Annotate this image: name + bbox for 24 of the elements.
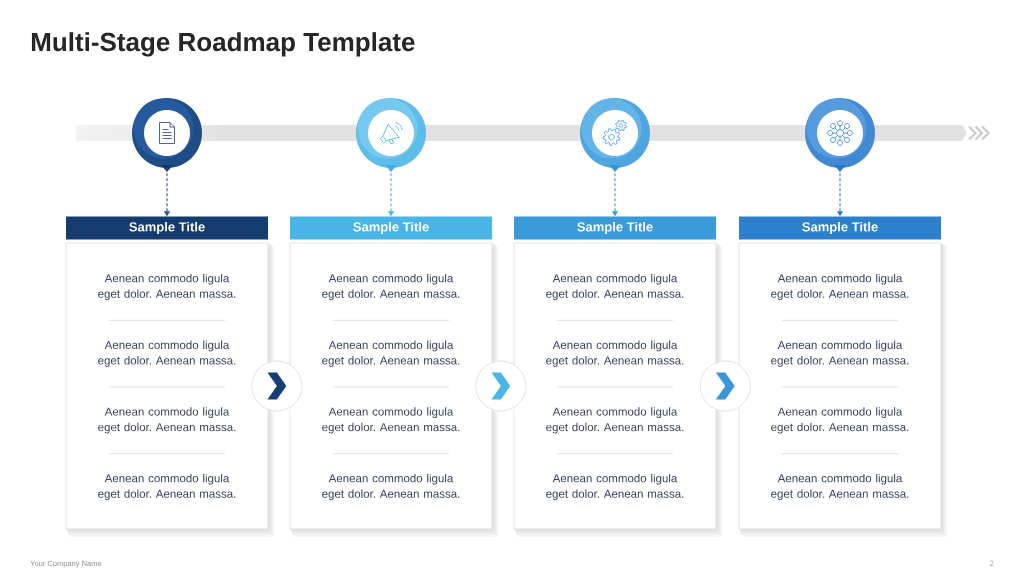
body-text: Aenean commodo ligula eget dolor. Aenean massa. [546,407,684,434]
body-text: Aenean commodo ligula eget dolor. Aenean massa. [98,407,236,434]
body-text: Aenean commodo ligula eget dolor. Aenean massa. [771,340,909,367]
body-text: Aenean commodo ligula eget dolor. Aenean massa. [98,273,236,301]
body-text: Aenean commodo ligula eget dolor. Aenean massa. [98,340,236,367]
body-text: Aenean commodo ligula eget dolor. Aenean massa. [322,473,460,501]
chevron-arrow [251,360,303,412]
page-title: Multi-Stage Roadmap Template [31,32,415,57]
title-bar: Sample Title [290,216,492,240]
title-bar: Sample Title [739,216,941,240]
body-text: Aenean commodo ligula eget dolor. Aenean massa. [322,273,460,301]
body-text: Aenean commodo ligula eget dolor. Aenean massa. [546,273,684,301]
body-text: Aenean commodo ligula eget dolor. Aenean massa. [322,340,460,367]
body-text: Aenean commodo ligula eget dolor. Aenean massa. [771,407,909,434]
chevron-arrow [475,360,527,412]
chevron-arrow [699,360,751,412]
title-bar: Sample Title [514,216,716,240]
body-text: Aenean commodo ligula eget dolor. Aenean massa. [771,473,909,501]
body-text: Aenean commodo ligula eget dolor. Aenean massa. [98,473,236,501]
title-bar: Sample Title [66,216,268,240]
body-text: Aenean commodo ligula eget dolor. Aenean massa. [546,340,684,367]
body-text: Aenean commodo ligula eget dolor. Aenean massa. [771,273,909,301]
body-text: Aenean commodo ligula eget dolor. Aenean massa. [546,473,684,501]
body-text: Aenean commodo ligula eget dolor. Aenean massa. [322,407,460,434]
